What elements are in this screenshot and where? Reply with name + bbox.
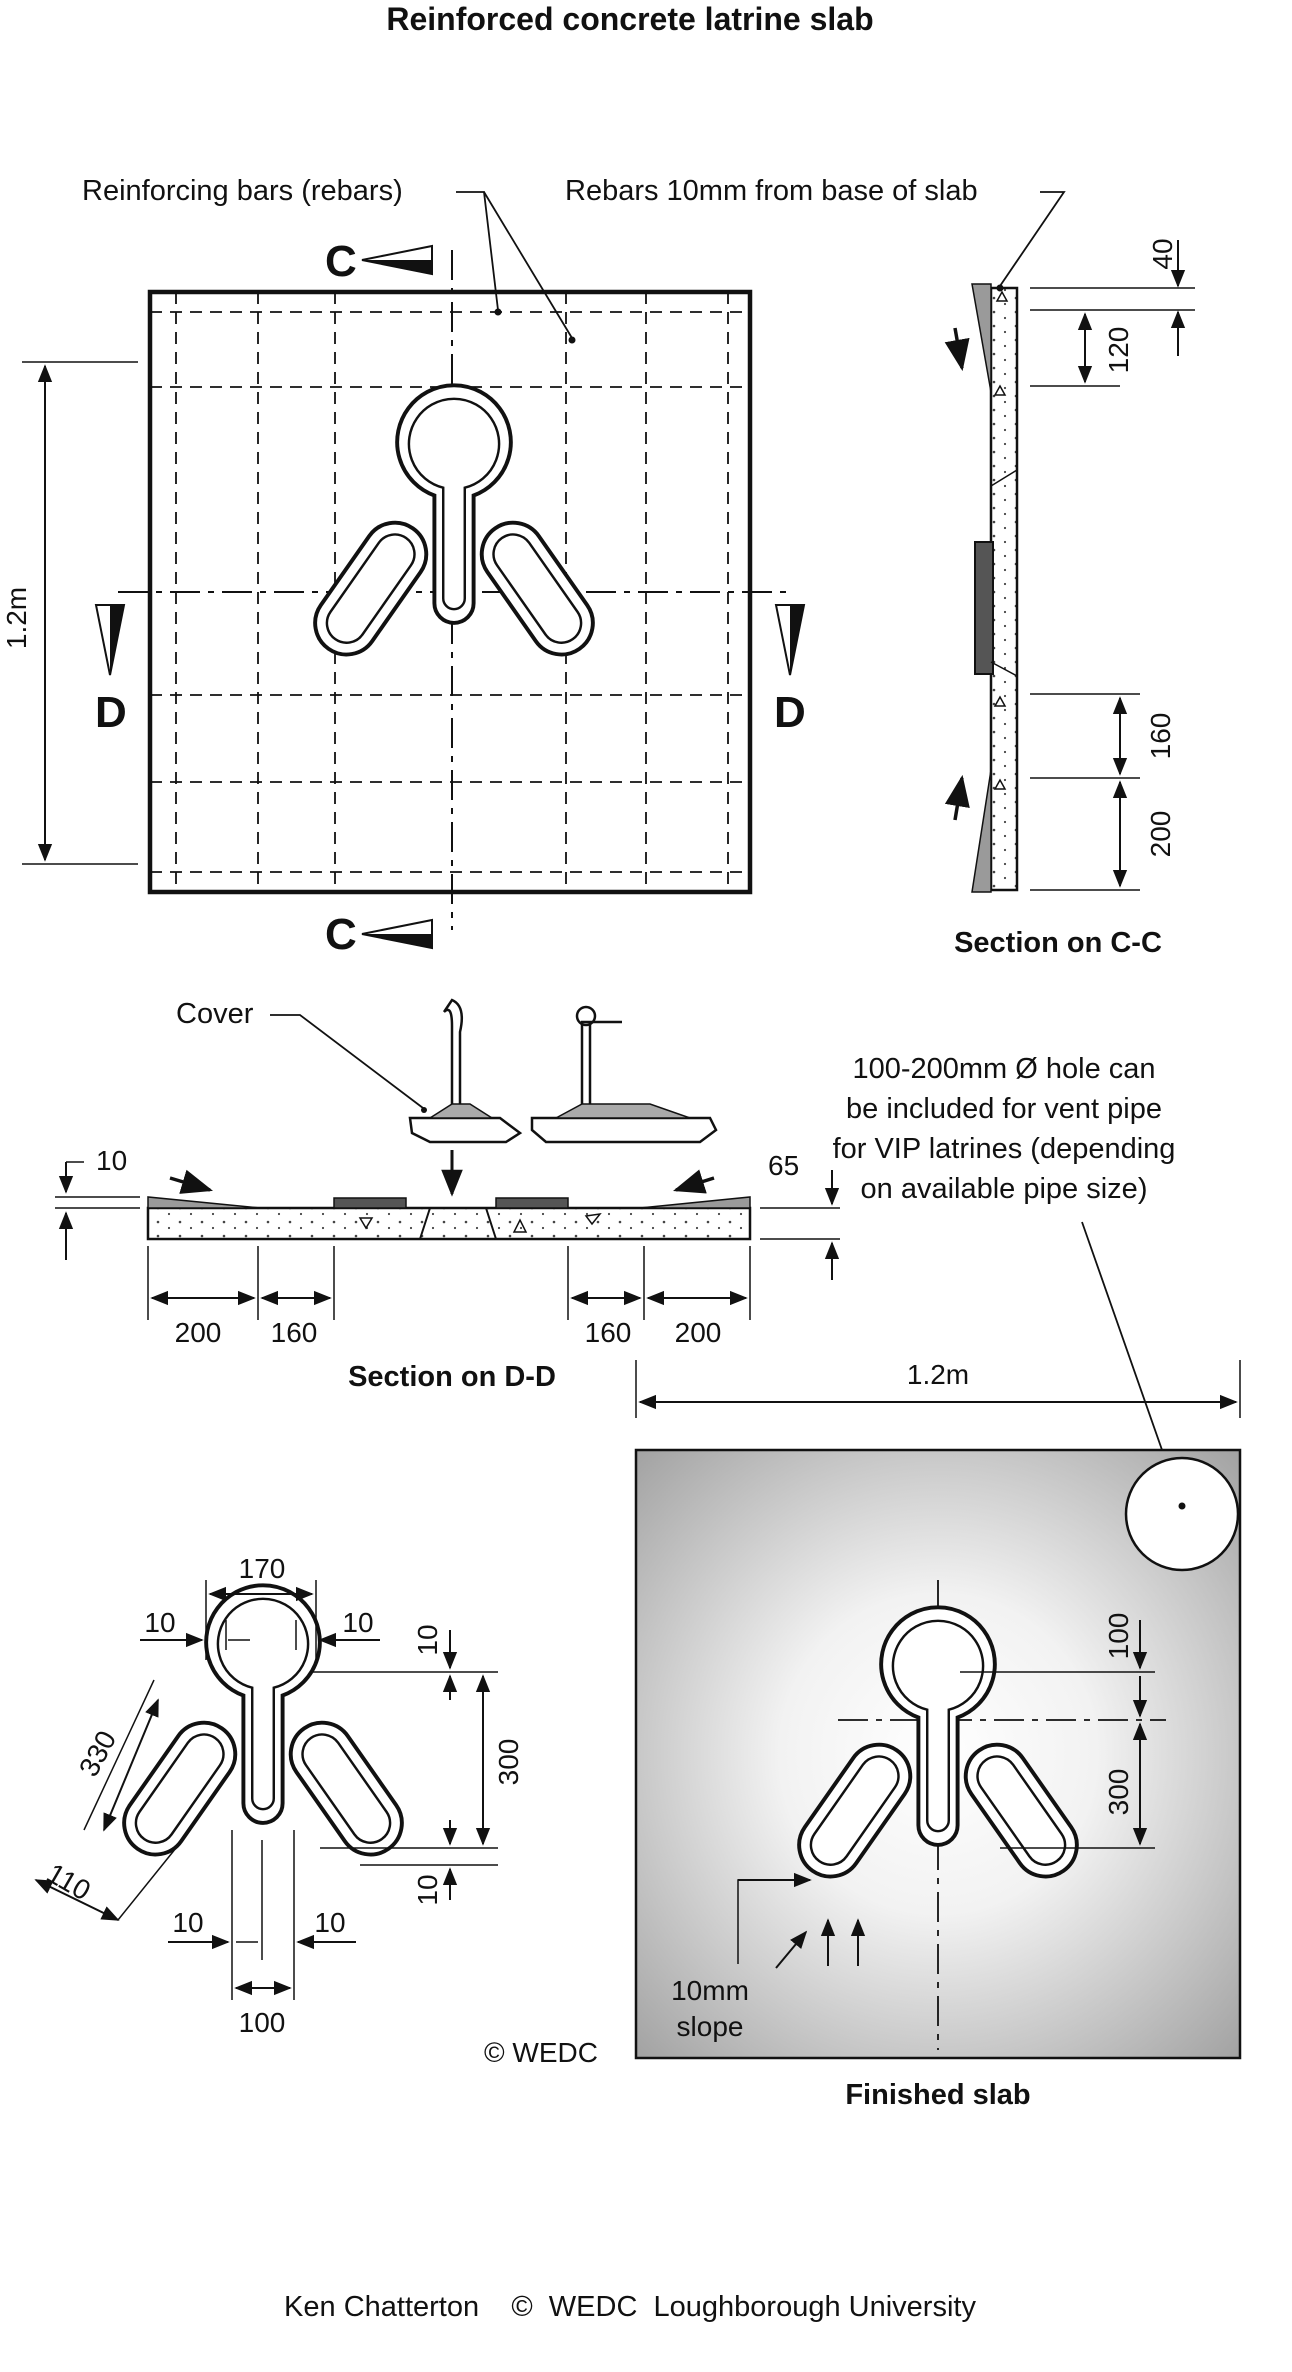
cc-hole-cover xyxy=(974,541,994,675)
section-dd: Cover 10 xyxy=(55,998,840,1393)
rebar-dot xyxy=(494,308,502,316)
cover-front-view xyxy=(530,1005,718,1144)
finished-dim-100: 100 xyxy=(1103,1613,1134,1660)
slope-label-1: 10mm xyxy=(671,1975,749,2006)
cover-leader xyxy=(270,1014,424,1109)
cc-dim-160: 160 xyxy=(1145,713,1176,760)
detail-dim-10-bottom-right: 10 xyxy=(314,1907,345,1938)
section-c-bottom: C xyxy=(325,910,357,959)
section-dd-caption: Section on D-D xyxy=(348,1361,556,1393)
section-d-left: D xyxy=(95,688,127,737)
vent-note-line-4: on available pipe size) xyxy=(861,1173,1148,1205)
dd-dim-200-left: 200 xyxy=(175,1317,222,1348)
rebars-label: Reinforcing bars (rebars) xyxy=(82,175,403,207)
slope-label-2: slope xyxy=(677,2011,744,2042)
rebars-base-label: Rebars 10mm from base of slab xyxy=(565,175,978,207)
credit-line: Ken Chatterton © WEDC Loughborough Unive… xyxy=(284,2291,976,2323)
vent-note-line-1: 100-200mm Ø hole can xyxy=(852,1053,1155,1085)
dd-dim-10: 10 xyxy=(96,1145,127,1176)
cc-bottom-slope xyxy=(971,769,992,893)
finished-dim-300: 300 xyxy=(1103,1769,1134,1816)
copyright-small: © WEDC xyxy=(484,2037,598,2068)
detail-dim-10-left: 10 xyxy=(144,1607,175,1638)
rebars-base-leader xyxy=(999,191,1066,287)
dd-right-slope xyxy=(639,1196,751,1209)
detail-dim-10-bottom: 10 xyxy=(412,1874,443,1905)
section-cc: Rebars 10mm from base of slab 40 120 160… xyxy=(565,175,1195,959)
detail-dim-10-right: 10 xyxy=(342,1607,373,1638)
dd-dim-160-left: 160 xyxy=(271,1317,318,1348)
detail-dim-300: 300 xyxy=(493,1739,524,1786)
cover-label: Cover xyxy=(176,998,254,1030)
detail-dim-330: 330 xyxy=(73,1726,122,1782)
detail-dim-10-bottom-left: 10 xyxy=(172,1907,203,1938)
detail-dim-100: 100 xyxy=(239,2007,286,2038)
section-c-top: C xyxy=(325,237,357,286)
plan-view: Reinforcing bars (rebars) C C D D 1.2m xyxy=(1,175,806,959)
rebar-dot xyxy=(568,336,576,344)
cc-dim-120: 120 xyxy=(1103,327,1134,374)
section-d-right: D xyxy=(774,688,806,737)
page-title: Reinforced concrete latrine slab xyxy=(386,1,873,37)
finished-width-label: 1.2m xyxy=(907,1359,969,1390)
cover-side-view xyxy=(408,998,523,1144)
vent-note-line-2: be included for vent pipe xyxy=(846,1093,1162,1125)
detail-dim-10-top: 10 xyxy=(412,1624,443,1655)
cc-top-slope xyxy=(971,283,992,393)
vent-pipe-hole xyxy=(1124,1456,1240,1572)
finished-slab-caption: Finished slab xyxy=(845,2079,1030,2111)
vent-note-line-3: for VIP latrines (depending xyxy=(833,1133,1176,1165)
dd-slab-body xyxy=(146,1206,752,1241)
dd-dim-65: 65 xyxy=(768,1150,799,1181)
detail-dim-170: 170 xyxy=(239,1553,286,1584)
cc-dim-200: 200 xyxy=(1145,811,1176,858)
cc-slab-body xyxy=(989,286,1019,892)
cc-dim-40: 40 xyxy=(1147,238,1178,269)
dd-dim-160-right: 160 xyxy=(585,1317,632,1348)
hole-detail: 170 10 10 10 300 10 330 110 10 10 100 xyxy=(34,1553,524,2038)
section-cc-caption: Section on C-C xyxy=(954,927,1162,959)
dd-left-slope xyxy=(147,1196,261,1209)
vent-note: 100-200mm Ø hole can be included for ven… xyxy=(833,1053,1186,1510)
dd-dim-200-right: 200 xyxy=(675,1317,722,1348)
detail-dim-110: 110 xyxy=(42,1857,96,1906)
finished-slab: 1.2m 100 300 10mm slope Finished slab xyxy=(634,1359,1242,2111)
plan-height-label: 1.2m xyxy=(1,587,32,649)
